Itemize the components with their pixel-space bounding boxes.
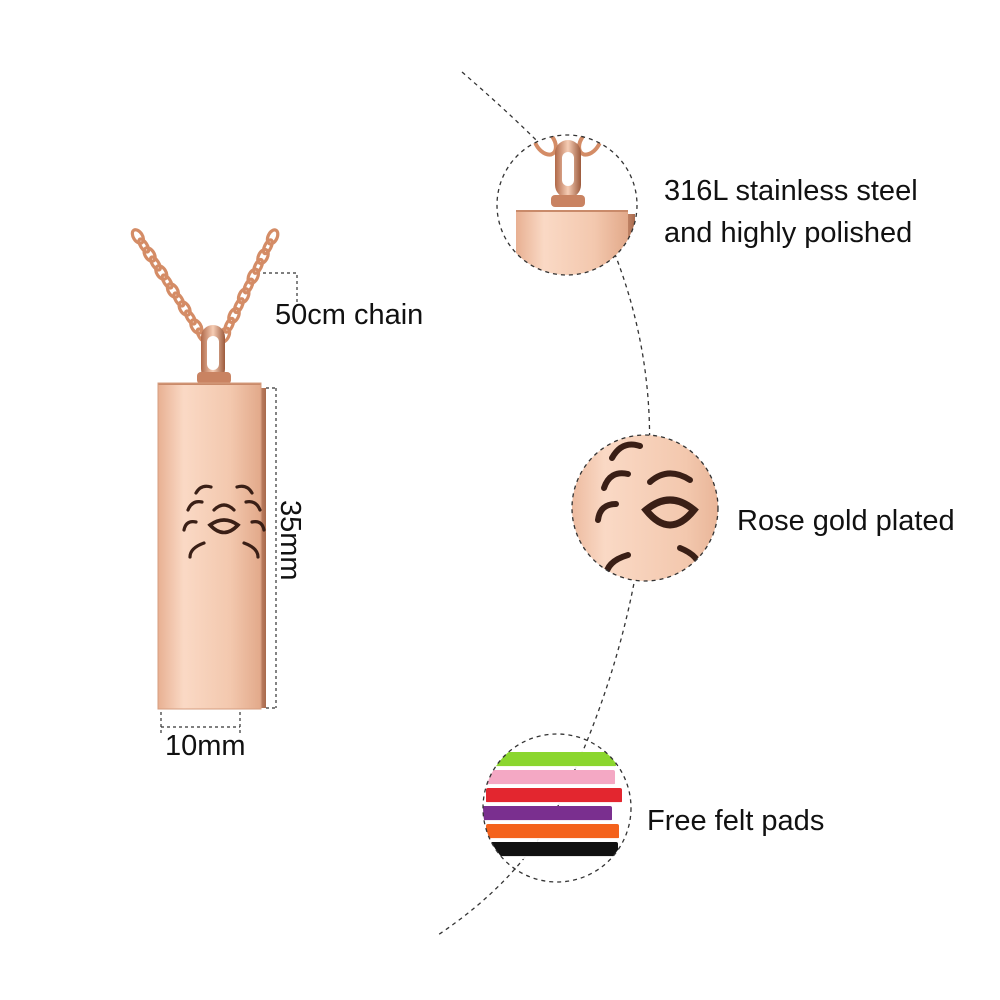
- chain-link: [256, 247, 270, 266]
- chain-link: [165, 282, 181, 299]
- felt-pad-gap: [486, 766, 616, 769]
- felt-pad: [486, 788, 622, 803]
- chain-length-label: 50cm chain: [275, 299, 424, 331]
- material-label-line2: and highly polished: [664, 217, 913, 249]
- felt-pad: [483, 806, 612, 821]
- chain-link: [242, 277, 255, 295]
- chain-link: [261, 238, 274, 256]
- lotus-cutout-icon: [182, 484, 266, 559]
- chain-link: [223, 316, 236, 334]
- felt-pad-gap: [486, 838, 619, 841]
- chain-link: [265, 228, 280, 246]
- pendant-width-label: 10mm: [165, 730, 246, 762]
- chain-link: [189, 318, 204, 335]
- chain-link: [148, 255, 162, 272]
- felt-pad: [483, 842, 618, 857]
- felt-pad-gap: [483, 856, 618, 859]
- pendant-height-label: 35mm: [274, 500, 306, 581]
- felt-pad-gap: [486, 802, 622, 805]
- chain-link: [232, 297, 245, 315]
- callout-steel-detail: [496, 134, 638, 276]
- pendant-bail: [197, 325, 231, 384]
- felt-pad-gap: [483, 820, 612, 823]
- felt-pad-gap: [483, 784, 615, 787]
- chain-link: [154, 264, 169, 281]
- chain-link: [246, 267, 261, 285]
- chain-link: [252, 257, 265, 275]
- felt-pad: [483, 770, 615, 785]
- callout-rose-gold-detail: [571, 434, 719, 582]
- chain-link: [227, 306, 241, 325]
- chain-link: [137, 237, 151, 254]
- material-label-line1: 316L stainless steel: [664, 175, 918, 207]
- felt-pad: [486, 824, 619, 839]
- chain-link: [160, 273, 174, 290]
- callout-felt-pads: [482, 733, 632, 883]
- chain-link: [177, 300, 192, 317]
- material-label: 316L stainless steel and highly polished: [664, 170, 918, 254]
- plating-label: Rose gold plated: [737, 505, 955, 537]
- chain-link: [172, 291, 186, 308]
- chain-link: [130, 228, 146, 245]
- felt-pads-label: Free felt pads: [647, 805, 825, 837]
- pendant: [157, 382, 266, 710]
- chain: [130, 228, 280, 344]
- dimension-markers: [160, 272, 298, 735]
- felt-pad: [486, 752, 616, 767]
- chain-link: [183, 309, 197, 326]
- chain-link: [236, 287, 251, 305]
- chain-link: [142, 246, 157, 263]
